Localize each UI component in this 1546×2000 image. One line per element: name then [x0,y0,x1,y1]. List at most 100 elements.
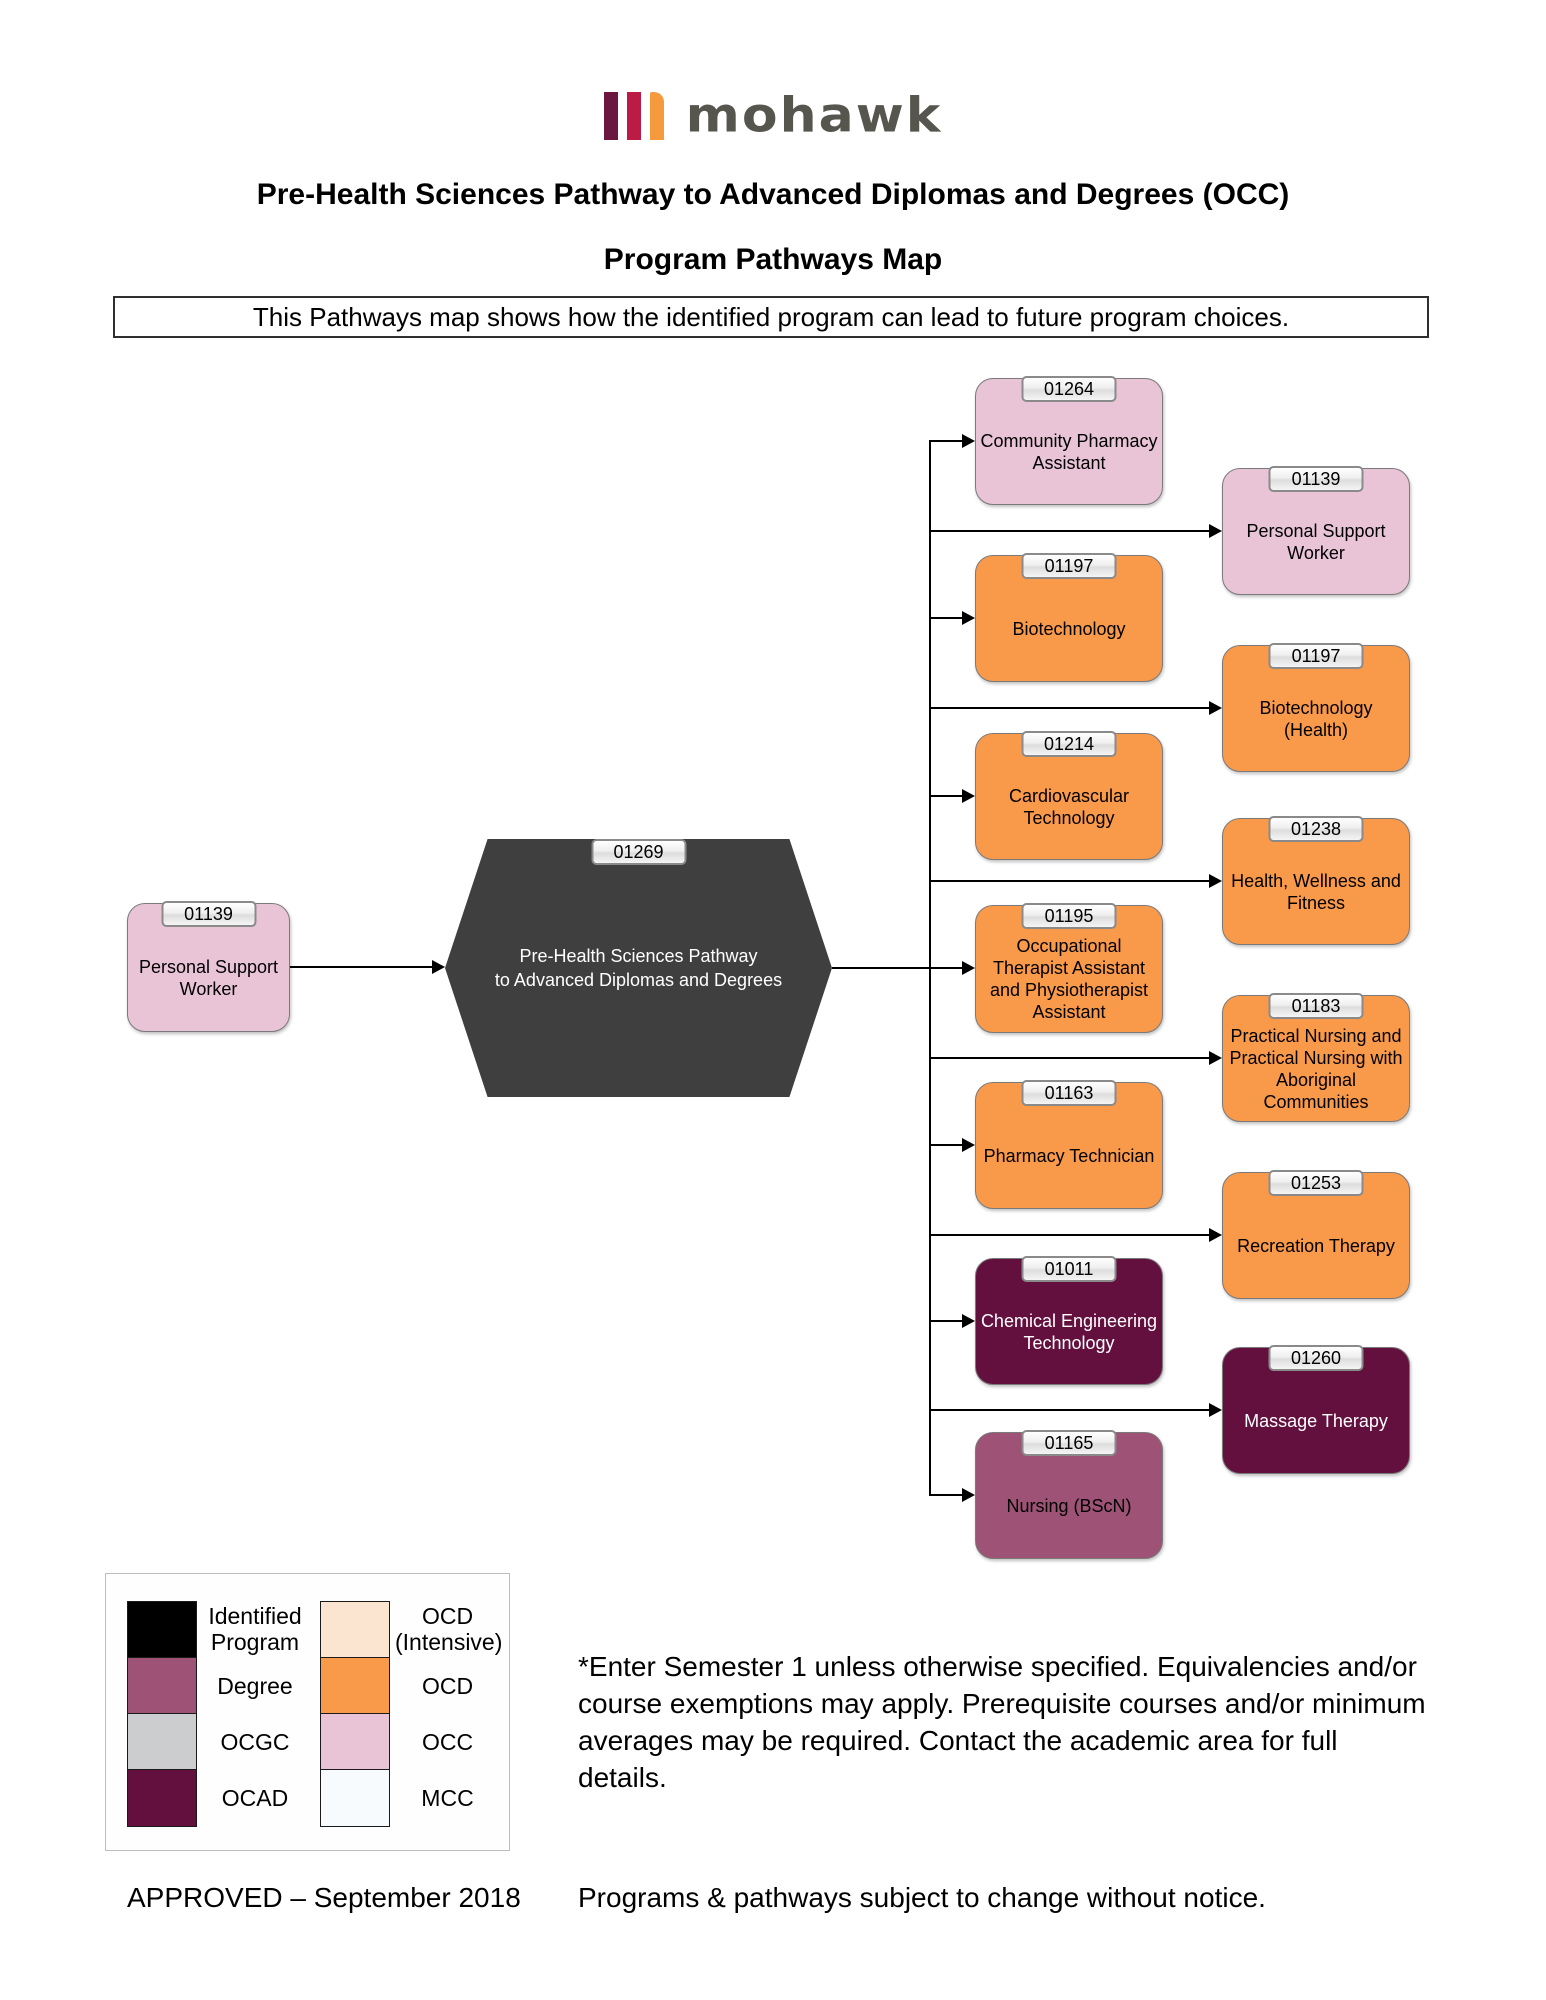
program-label: Community Pharmacy Assistant [980,430,1158,473]
program-code-badge: 01260 [1268,1345,1364,1371]
program-label: Personal Support Worker [138,956,279,999]
hub-hexagon-pre-health-sciences: 01269 Pre-Health Sciences Pathway to Adv… [445,839,832,1097]
flow-line-branch [929,1144,963,1146]
legend-swatch-occ [320,1713,390,1770]
legend-label-ocad: OCAD [221,1785,289,1811]
program-box-biotechnology-health: 01197 Biotechnology (Health) [1222,643,1410,772]
arrowhead-icon [1209,1228,1222,1242]
flow-line-branch [929,440,963,442]
arrowhead-icon [962,1488,975,1502]
logo-bar-crimson [626,92,641,140]
program-code-badge: 01269 [591,839,686,865]
program-box-community-pharmacy-assistant: 01264 Community Pharmacy Assistant [975,376,1163,505]
program-box-ota-pta: 01195 Occupational Therapist Assistant a… [975,903,1163,1033]
arrowhead-icon [1209,1403,1222,1417]
legend-label-mcc: MCC [421,1785,474,1811]
hub-label-line1: Pre-Health Sciences Pathway [519,946,758,966]
program-code-badge: 01139 [1268,466,1364,492]
arrowhead-icon [962,611,975,625]
page-subtitle: Program Pathways Map [603,243,943,276]
program-code-badge: 01011 [1021,1256,1117,1282]
mohawk-logo-bars-icon [603,92,664,140]
program-label: Biotechnology [1012,618,1126,639]
program-box-pharmacy-technician: 01163 Pharmacy Technician [975,1080,1163,1209]
arrowhead-icon [1209,524,1222,538]
program-box-cardiovascular-technology: 01214 Cardiovascular Technology [975,731,1163,860]
program-box-personal-support-worker: 01139 Personal Support Worker [1222,466,1410,595]
program-box-massage-therapy: 01260 Massage Therapy [1222,1345,1410,1474]
program-box-nursing-bscn: 01165 Nursing (BScN) [975,1430,1163,1559]
program-box-recreation-therapy: 01253 Recreation Therapy [1222,1170,1410,1299]
program-label: Cardiovascular Technology [1008,785,1130,828]
program-code-badge: 01139 [161,901,256,927]
program-code-badge: 01163 [1021,1080,1117,1106]
program-label: Health, Wellness and Fitness [1231,870,1401,913]
flow-line-branch [929,1057,1210,1059]
program-label: Occupational Therapist Assistant and Phy… [989,936,1149,1022]
flow-line-branch [929,795,963,797]
hub-label-line2: to Advanced Diplomas and Degrees [494,970,783,990]
arrowhead-icon [962,789,975,803]
logo-bar-orange [649,92,664,140]
legend-swatch-ocad [127,1769,197,1827]
program-box-health-wellness-fitness: 01238 Health, Wellness and Fitness [1222,816,1410,945]
program-code-badge: 01165 [1021,1430,1117,1456]
program-code-badge: 01264 [1021,376,1117,402]
program-box-source-personal-support-worker: 01139 Personal Support Worker [127,901,290,1032]
program-label: Personal Support Worker [1246,520,1386,563]
legend-swatch-ocgc [127,1713,197,1770]
page-title: Pre-Health Sciences Pathway to Advanced … [256,178,1290,211]
arrowhead-icon [432,960,445,974]
flow-line-hub-to-trunk [832,967,963,969]
program-code-badge: 01238 [1268,816,1364,842]
program-label: Nursing (BScN) [1006,1495,1132,1516]
legend-label-ocd-intensive: OCD (Intensive) [395,1603,503,1655]
program-code-badge: 01195 [1021,903,1117,929]
program-label: Biotechnology (Health) [1259,697,1373,740]
program-box-chemical-engineering-technology: 01011 Chemical Engineering Technology [975,1256,1163,1385]
flow-line-source-to-hub [290,966,432,968]
disclaimer-text: Programs & pathways subject to change wi… [578,1882,1266,1913]
program-label: Massage Therapy [1244,1410,1388,1431]
flow-line-branch [929,1494,963,1496]
mohawk-logo: mohawk [0,92,1546,140]
legend-swatch-identified-program [127,1601,197,1658]
legend-label-ocgc: OCGC [220,1729,290,1755]
logo-bar-maroon [603,92,618,140]
arrowhead-icon [1209,1051,1222,1065]
legend-label-occ: OCC [421,1729,474,1755]
legend-swatch-ocd-intensive [320,1601,390,1658]
legend-swatch-degree [127,1657,197,1714]
approved-date-text: APPROVED – September 2018 [127,1882,521,1913]
program-label: Pharmacy Technician [983,1145,1155,1166]
arrowhead-icon [962,434,975,448]
legend-swatch-mcc [320,1769,390,1827]
legend-label-identified-program: Identified Program [208,1603,302,1655]
program-label: Practical Nursing and Practical Nursing … [1229,1025,1403,1112]
program-label: Chemical Engineering Technology [980,1310,1158,1353]
legend-label-ocd: OCD [421,1673,474,1699]
flow-line-branch [929,617,963,619]
flow-line-branch [929,707,1210,709]
flow-trunk-line [929,440,931,1496]
flow-line-branch [929,1409,1210,1411]
arrowhead-icon [1209,701,1222,715]
footnote-text: *Enter Semester 1 unless otherwise speci… [578,1651,1426,1793]
legend-swatch-ocd [320,1657,390,1714]
intro-banner: This Pathways map shows how the identifi… [113,296,1429,338]
mohawk-logo-wordmark: mohawk [685,88,943,144]
program-code-badge: 01183 [1268,993,1364,1019]
program-box-practical-nursing: 01183 Practical Nursing and Practical Nu… [1222,993,1410,1122]
flow-line-branch [929,530,1210,532]
arrowhead-icon [962,961,975,975]
flow-line-branch [929,1320,963,1322]
arrowhead-icon [962,1314,975,1328]
arrowhead-icon [1209,874,1222,888]
program-box-biotechnology: 01197 Biotechnology [975,553,1163,682]
flow-line-branch [929,880,1210,882]
program-code-badge: 01197 [1021,553,1117,579]
program-code-badge: 01253 [1268,1170,1364,1196]
program-code-badge: 01214 [1021,731,1117,757]
program-code-badge: 01197 [1268,643,1364,669]
